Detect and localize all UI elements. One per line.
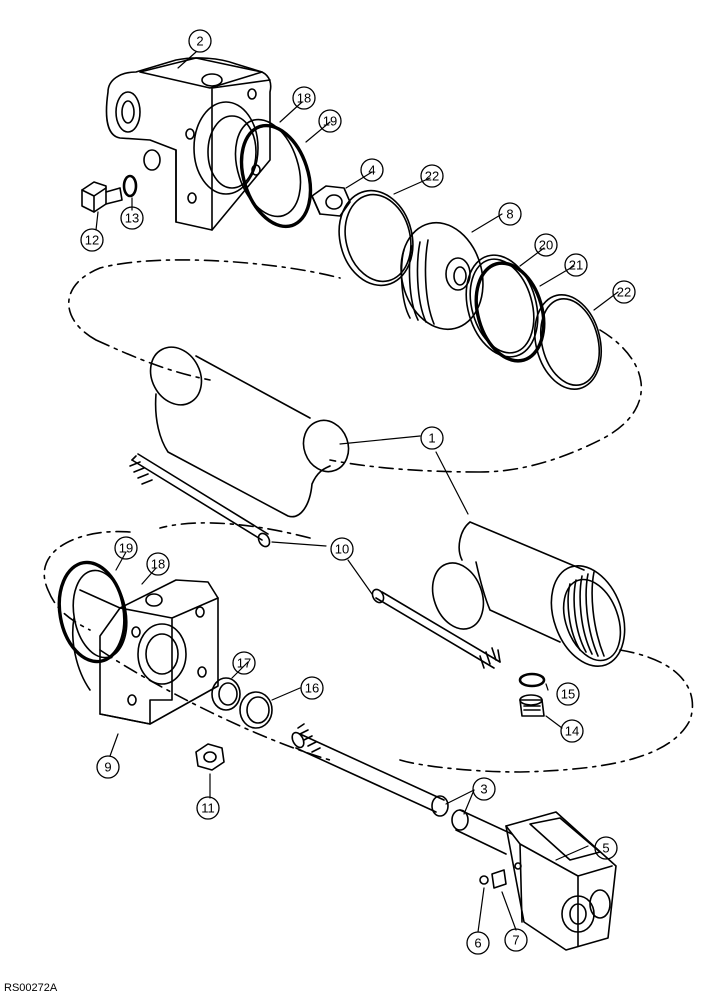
callout-3: 3 xyxy=(472,777,496,801)
callout-15: 15 xyxy=(556,682,580,706)
svg-text:13: 13 xyxy=(125,211,139,226)
callout-7: 7 xyxy=(504,928,528,952)
callout-4: 4 xyxy=(360,158,384,182)
rod-part-3 xyxy=(291,723,513,855)
svg-text:18: 18 xyxy=(151,557,165,572)
seal-part-17 xyxy=(211,677,241,711)
callout-18-top: 18 xyxy=(292,86,316,110)
svg-text:7: 7 xyxy=(512,933,519,948)
svg-text:1: 1 xyxy=(428,431,435,446)
leader-lines xyxy=(95,51,619,933)
barrel-group-outline xyxy=(67,259,643,473)
svg-text:19: 19 xyxy=(119,541,133,556)
backup-ring-part-18-top xyxy=(234,118,302,218)
svg-text:5: 5 xyxy=(602,841,609,856)
svg-text:19: 19 xyxy=(323,114,337,129)
wear-ring-part-22-upper xyxy=(338,189,414,287)
rod-end-cap-part-9 xyxy=(71,579,219,725)
tie-rod-part-10-lower xyxy=(371,588,501,669)
callout-8: 8 xyxy=(498,202,522,226)
svg-text:4: 4 xyxy=(368,163,375,178)
callout-6: 6 xyxy=(466,931,490,955)
svg-text:2: 2 xyxy=(196,34,203,49)
svg-text:6: 6 xyxy=(474,936,481,951)
wear-ring-part-22-right xyxy=(534,293,602,391)
tie-rod-part-10-upper xyxy=(129,453,271,548)
rod-group-outline xyxy=(43,522,694,773)
wiper-part-16 xyxy=(239,691,273,729)
o-ring-part-19-lower xyxy=(57,560,127,664)
svg-text:21: 21 xyxy=(569,258,583,273)
svg-text:15: 15 xyxy=(561,687,575,702)
plug-part-14 xyxy=(519,694,545,717)
callout-20: 20 xyxy=(534,233,558,257)
backup-ring-part-18-lower xyxy=(72,569,128,659)
callout-5: 5 xyxy=(594,836,618,860)
svg-text:14: 14 xyxy=(565,724,579,739)
fitting-part-7 xyxy=(491,869,507,889)
svg-text:17: 17 xyxy=(237,656,251,671)
callout-markers: 2 18 19 4 22 8 20 21 22 12 13 1 10 19 18… xyxy=(80,29,636,955)
o-ring-part-19-top xyxy=(239,123,313,229)
barrel-part-1-lower xyxy=(431,521,626,668)
callout-21: 21 xyxy=(564,253,588,277)
ball-part-6 xyxy=(479,875,489,885)
svg-text:11: 11 xyxy=(201,801,215,816)
figure-reference-code: RS00272A xyxy=(4,982,58,994)
callout-22-right: 22 xyxy=(612,280,636,304)
plug-part-12 xyxy=(81,181,123,213)
callout-19-lower: 19 xyxy=(114,536,138,560)
barrel-part-1-upper xyxy=(149,346,350,518)
callout-9: 9 xyxy=(96,755,120,779)
o-ring-part-13 xyxy=(122,174,138,198)
backup-ring-part-20 xyxy=(465,254,539,358)
svg-text:18: 18 xyxy=(297,91,311,106)
svg-text:22: 22 xyxy=(617,285,631,300)
callout-16: 16 xyxy=(300,676,324,700)
callout-17: 17 xyxy=(232,651,256,675)
clevis-part-5 xyxy=(505,811,617,951)
o-ring-part-15 xyxy=(518,672,546,688)
callout-13: 13 xyxy=(120,206,144,230)
callout-14: 14 xyxy=(560,719,584,743)
svg-text:9: 9 xyxy=(104,760,111,775)
svg-text:12: 12 xyxy=(85,233,99,248)
svg-text:20: 20 xyxy=(539,238,553,253)
o-ring-part-21 xyxy=(474,261,546,363)
callout-12: 12 xyxy=(80,228,104,252)
svg-text:10: 10 xyxy=(335,542,349,557)
callout-22-upper: 22 xyxy=(420,164,444,188)
callout-2: 2 xyxy=(188,29,212,53)
callout-10: 10 xyxy=(330,537,354,561)
callout-11: 11 xyxy=(196,796,220,820)
callout-19-top: 19 xyxy=(318,109,342,133)
callout-1: 1 xyxy=(420,426,444,450)
callout-18-lower: 18 xyxy=(146,552,170,576)
svg-text:16: 16 xyxy=(305,681,319,696)
svg-text:22: 22 xyxy=(425,169,439,184)
svg-text:3: 3 xyxy=(480,782,487,797)
head-end-cap-part-2 xyxy=(105,57,272,231)
nut-part-4 xyxy=(311,185,351,217)
svg-text:8: 8 xyxy=(506,207,513,222)
nut-part-11 xyxy=(195,743,225,771)
